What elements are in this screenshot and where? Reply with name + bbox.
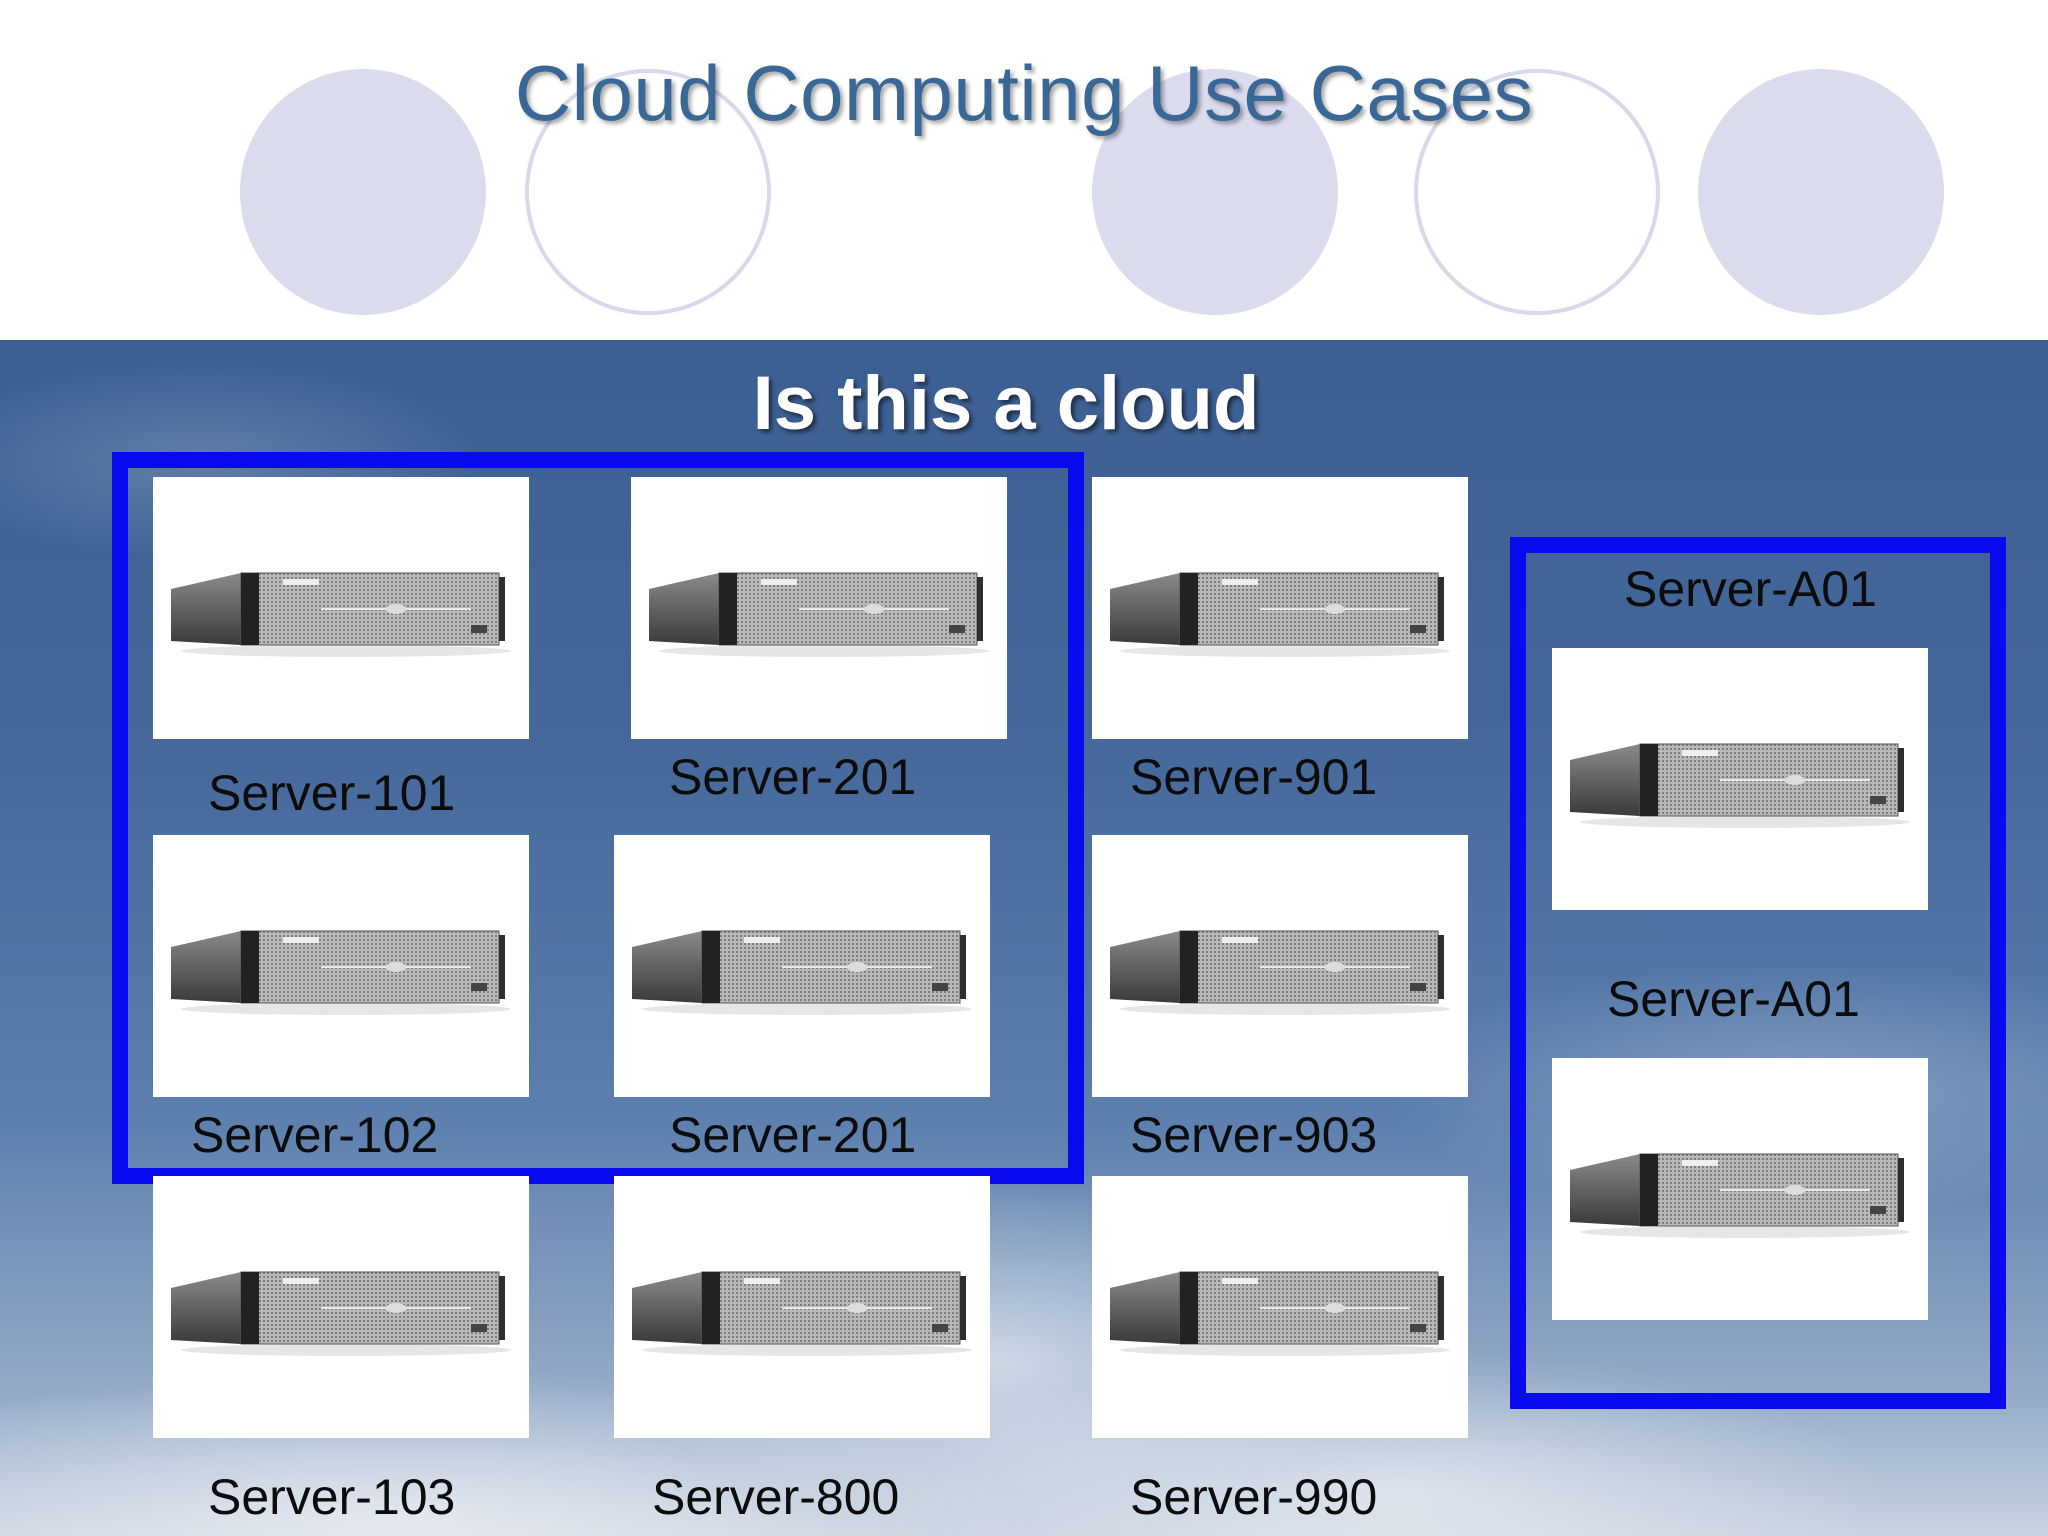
server-image	[1552, 1058, 1928, 1320]
decorative-circle	[525, 69, 771, 315]
server-label: Server-A01	[1607, 971, 1860, 1027]
server-icon	[632, 930, 972, 1015]
server-label: Server-101	[208, 765, 456, 821]
decorative-circle	[1414, 69, 1660, 315]
server-image	[614, 1176, 990, 1438]
server-image	[1552, 648, 1928, 910]
dedicated-group-frame	[1510, 537, 2006, 1409]
slide-header: Cloud Computing Use Cases	[0, 0, 2048, 340]
server-image	[614, 835, 990, 1097]
decorative-circle	[1698, 69, 1944, 315]
server-icon	[171, 572, 511, 657]
server-icon	[632, 1271, 972, 1356]
server-image	[153, 1176, 529, 1438]
server-label: Server-201	[669, 1107, 917, 1163]
server-icon	[1570, 743, 1910, 828]
server-label: Server-901	[1130, 749, 1378, 805]
server-icon	[1570, 1153, 1910, 1238]
server-image	[1092, 835, 1468, 1097]
server-label: Server-103	[208, 1469, 456, 1525]
server-label: Server-903	[1130, 1107, 1378, 1163]
server-icon	[649, 572, 989, 657]
server-icon	[1110, 572, 1450, 657]
server-label: Server-201	[669, 749, 917, 805]
server-image	[153, 477, 529, 739]
server-icon	[171, 930, 511, 1015]
decorative-circle	[1092, 69, 1338, 315]
server-label: Server-800	[652, 1469, 900, 1525]
slide-subtitle: Is this a cloud	[752, 361, 1260, 446]
server-image	[1092, 1176, 1468, 1438]
server-image	[631, 477, 1007, 739]
server-icon	[1110, 1271, 1450, 1356]
slide-title: Cloud Computing Use Cases	[514, 49, 1534, 137]
server-icon	[171, 1271, 511, 1356]
server-label: Server-102	[191, 1107, 439, 1163]
decorative-circle	[240, 69, 486, 315]
server-image	[153, 835, 529, 1097]
cloud-group-frame	[112, 452, 1084, 1184]
server-icon	[1110, 930, 1450, 1015]
server-label: Server-A01	[1624, 561, 1877, 617]
server-label: Server-990	[1130, 1469, 1378, 1525]
server-image	[1092, 477, 1468, 739]
